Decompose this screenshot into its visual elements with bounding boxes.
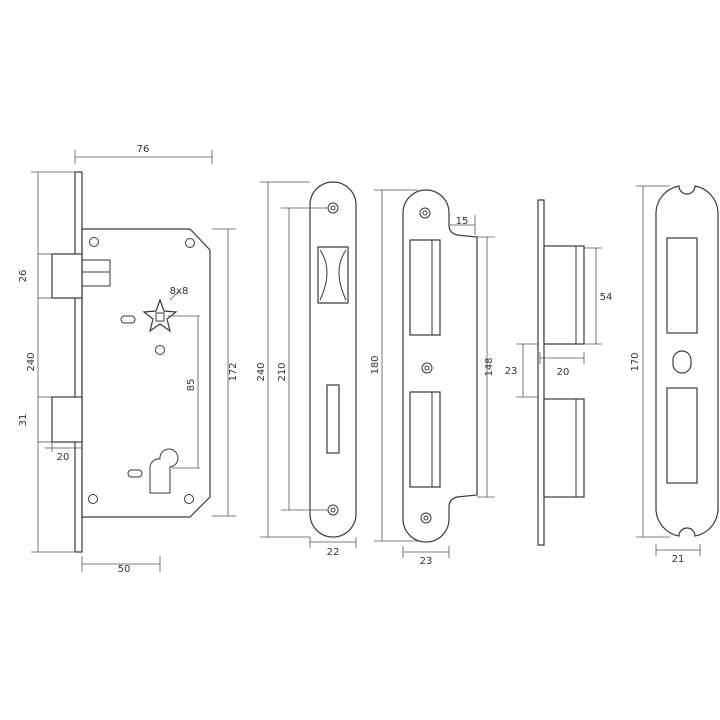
- dim-spindle: 8x8: [170, 286, 189, 297]
- side-view: 54 20 23: [505, 199, 613, 546]
- strike-front-bolt-recess: [666, 387, 698, 484]
- lock-case: [81, 228, 211, 518]
- dim-strike-length: 180: [370, 355, 381, 374]
- latch-recess: [409, 239, 441, 336]
- screw-hole: [185, 238, 195, 248]
- spindle-hub: [142, 298, 178, 333]
- dim-strike-width: 23: [420, 556, 433, 567]
- dim-center-distance: 85: [186, 379, 197, 392]
- dim-faceplate-length: 240: [256, 362, 267, 381]
- dim-body-height: 172: [228, 362, 239, 381]
- dim-hole-spacing: 210: [277, 362, 288, 381]
- dim-faceplate-offset: 20: [57, 452, 70, 463]
- screw-hole: [184, 494, 194, 504]
- strike-front-slot: [672, 350, 692, 374]
- dim-strike-lip: 15: [456, 216, 469, 227]
- side-bolt-box: [543, 398, 585, 498]
- strike-front-view: 170 21: [630, 185, 719, 565]
- side-latch-box: [543, 245, 585, 345]
- dim-strike-front-width: 21: [672, 554, 685, 565]
- dim-side-height: 54: [600, 292, 613, 303]
- dim-height: 240: [26, 352, 37, 371]
- dim-side-gap: 23: [505, 366, 518, 377]
- dim-side-depth: 20: [557, 367, 570, 378]
- bolt-opening: [326, 384, 340, 454]
- dim-faceplate-width: 22: [327, 547, 340, 558]
- dim-latch: 26: [18, 270, 29, 283]
- slot: [127, 469, 143, 478]
- dim-backset: 50: [118, 564, 131, 575]
- faceplate-view: 240 210 22: [256, 181, 357, 558]
- latch-bolt: [51, 253, 83, 299]
- screw-hole: [327, 504, 339, 516]
- slot: [120, 315, 136, 324]
- screw-hole: [88, 494, 98, 504]
- faceplate: [309, 181, 357, 538]
- latch-bolt-inner: [81, 259, 111, 287]
- screw-hole: [89, 237, 99, 247]
- strike-plate-view: 180 15 148 23: [370, 189, 495, 567]
- bolt-recess: [409, 391, 441, 488]
- strike-front-latch-recess: [666, 237, 698, 334]
- side-faceplate: [537, 199, 545, 546]
- cylinder-keyhole: [149, 448, 179, 494]
- dim-strike-front-length: 170: [630, 352, 641, 371]
- screw-hole: [327, 202, 339, 214]
- dim-strike-inner: 148: [484, 357, 495, 376]
- small-hole: [155, 345, 165, 355]
- dead-bolt: [51, 396, 83, 443]
- lock-faceplate-strip: [74, 171, 83, 553]
- dim-width: 76: [137, 144, 150, 155]
- lock-body-view: 76 240 26 31 20 50 85 172 8x8: [18, 144, 239, 575]
- screw-hole: [419, 207, 431, 219]
- screw-hole: [421, 362, 433, 374]
- screw-hole: [420, 512, 432, 524]
- dim-bolt: 31: [18, 414, 29, 427]
